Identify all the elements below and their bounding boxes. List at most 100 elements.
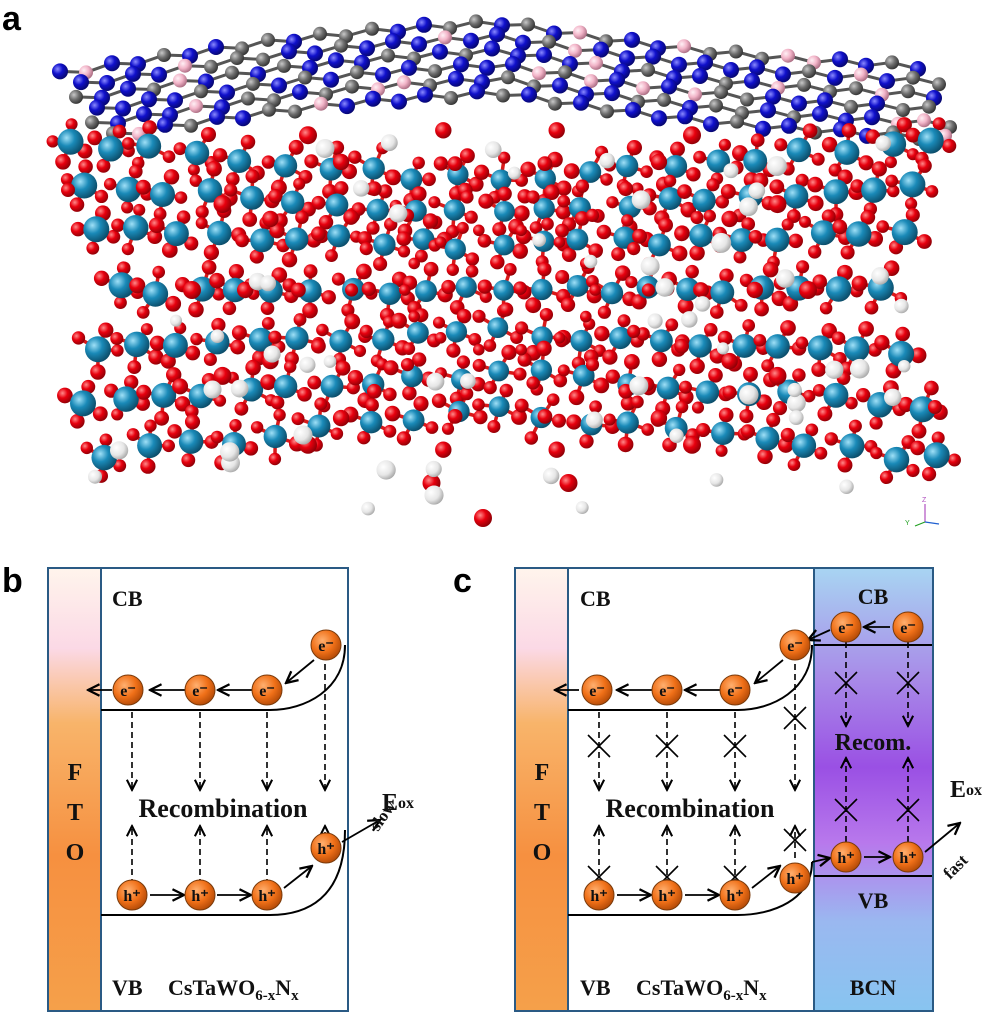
oxygen-atom <box>741 217 756 231</box>
oxygen-atom <box>422 213 439 229</box>
oxygen-atom <box>269 223 285 239</box>
oxygen-atom <box>359 324 373 338</box>
nitrogen-atom <box>391 93 407 110</box>
oxygen-atom <box>174 191 188 204</box>
carbon-atom <box>501 70 515 85</box>
svg-text:e⁻: e⁻ <box>192 683 208 700</box>
nitrogen-atom <box>593 41 609 58</box>
oxygen-atom <box>754 301 769 317</box>
cesium-atom <box>263 345 281 363</box>
oxygen-atom <box>670 141 685 157</box>
nitrogen-atom <box>703 116 719 133</box>
oxygen-atom <box>677 298 694 315</box>
oxygen-atom <box>832 219 848 235</box>
electron-icon: e⁻ <box>651 674 683 706</box>
oxygen-atom <box>627 324 641 338</box>
cesium-atom <box>507 166 521 180</box>
nitrogen-atom <box>136 106 152 123</box>
oxygen-atom <box>428 196 441 209</box>
hole-icon: h⁺ <box>651 879 683 911</box>
oxygen-atom <box>230 339 246 355</box>
oxygen-atom <box>116 261 131 275</box>
oxygen-atom <box>121 137 135 150</box>
oxygen-atom <box>515 343 527 356</box>
cesium-atom <box>583 254 598 269</box>
metal-atom <box>647 233 671 257</box>
svg-text:e⁻: e⁻ <box>659 683 675 700</box>
oxygen-atom <box>910 347 927 364</box>
oxygen-atom <box>715 444 728 457</box>
oxygen-atom <box>514 398 529 413</box>
oxygen-atom <box>539 307 554 322</box>
svg-text:h⁺: h⁺ <box>590 888 607 905</box>
cesium-atom <box>787 382 802 398</box>
oxygen-atom <box>887 184 900 198</box>
metal-atom <box>487 317 509 338</box>
oxygen-atom <box>798 215 812 228</box>
oxygen-atom <box>295 210 309 224</box>
cesium-atom <box>109 441 129 460</box>
oxygen-atom <box>435 441 452 458</box>
nitrogen-atom <box>692 68 708 84</box>
atom-spheres <box>46 14 961 527</box>
oxygen-atom <box>596 224 612 240</box>
material-label-b: CsTaWO6-xNx <box>168 975 299 1004</box>
metal-atom <box>579 161 602 183</box>
metal-atom <box>372 328 395 351</box>
metal-atom <box>649 329 673 353</box>
metal-atom <box>706 149 730 173</box>
oxygen-atom <box>498 151 511 164</box>
cesium-atom <box>426 372 445 391</box>
oxygen-atom <box>271 267 288 283</box>
oxygen-atom <box>600 173 613 186</box>
nitrogen-atom <box>536 47 552 63</box>
hole-icon: h⁺ <box>892 841 924 873</box>
oxygen-atom <box>858 155 874 171</box>
oxygen-atom <box>922 467 937 482</box>
nitrogen-atom <box>307 45 323 62</box>
panel-a: a Z Y <box>2 0 961 527</box>
oxygen-atom <box>303 264 318 279</box>
oxygen-atom <box>316 323 329 337</box>
cesium-atom <box>669 428 684 444</box>
oxygen-atom <box>456 355 471 369</box>
nitrogen-atom <box>625 102 641 118</box>
oxygen-atom <box>885 362 902 379</box>
oxygen-atom <box>513 367 527 381</box>
nitrogen-atom <box>235 110 251 127</box>
nitrogen-atom <box>416 16 432 33</box>
oxygen-atom <box>330 427 344 440</box>
oxygen-atom <box>840 245 855 260</box>
nitrogen-atom <box>281 43 297 60</box>
metal-atom <box>362 157 385 180</box>
carbon-atom <box>740 92 754 107</box>
hole-icon: h⁺ <box>719 879 751 911</box>
oxygen-atom <box>585 358 600 372</box>
carbon-atom <box>277 58 291 73</box>
metal-atom <box>888 340 915 367</box>
carbon-atom <box>548 96 562 111</box>
cesium-atom <box>766 156 787 176</box>
metal-atom <box>162 332 188 358</box>
metal-atom <box>137 433 163 459</box>
oxygen-atom <box>762 261 779 278</box>
oxygen-atom <box>555 270 570 284</box>
oxygen-atom <box>176 210 191 224</box>
metal-atom <box>658 187 682 211</box>
metal-atom <box>240 185 265 210</box>
oxygen-atom <box>674 338 689 354</box>
oxygen-atom <box>200 126 217 143</box>
oxygen-atom <box>483 380 497 395</box>
oxygen-atom <box>513 205 530 222</box>
cesium-atom <box>839 479 854 494</box>
svg-text:e⁻: e⁻ <box>318 638 334 655</box>
oxygen-atom <box>718 407 734 423</box>
oxygen-atom <box>195 217 208 230</box>
oxygen-atom <box>402 342 416 356</box>
bcn-recom-label: Recom. <box>835 730 912 756</box>
metal-atom <box>765 334 790 359</box>
oxygen-atom <box>811 152 825 166</box>
oxygen-atom <box>184 236 199 251</box>
oxygen-atom <box>167 424 182 439</box>
oxygen-atom <box>673 363 686 377</box>
